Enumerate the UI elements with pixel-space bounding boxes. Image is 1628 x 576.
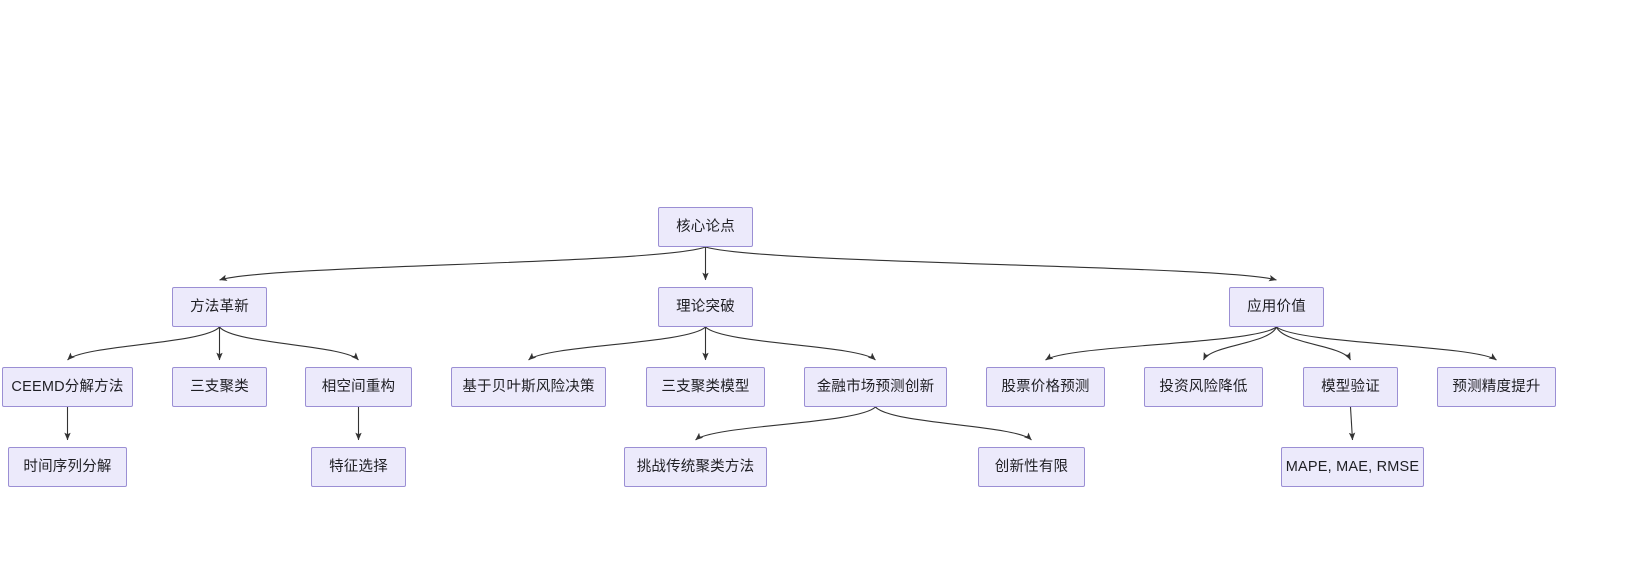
mindmap-node-label: 挑战传统聚类方法 xyxy=(636,458,755,475)
mindmap-node-l1c[interactable]: 应用价值 xyxy=(1229,287,1324,327)
mindmap-edge-root-to-l1c xyxy=(705,246,1277,282)
mindmap-node-l2c[interactable]: 相空间重构 xyxy=(305,367,412,407)
mindmap-edge-l2f-to-l3c xyxy=(695,406,876,441)
mindmap-node-l1a[interactable]: 方法革新 xyxy=(172,287,267,327)
mindmap-edge-l1c-to-l2i xyxy=(1275,326,1351,361)
mindmap-node-l2j[interactable]: 预测精度提升 xyxy=(1437,367,1556,407)
mindmap-edge-l2i-to-l3e xyxy=(1348,406,1356,441)
mindmap-edge-l1a-to-l2a xyxy=(67,326,220,361)
mindmap-edge-l1b-to-l2d xyxy=(528,326,706,361)
mindmap-node-label: 预测精度提升 xyxy=(1452,378,1541,395)
mindmap-edge-l1c-to-l2h xyxy=(1203,326,1278,361)
mindmap-node-label: 模型验证 xyxy=(1321,378,1380,395)
mindmap-edge-l2f-to-l3d xyxy=(875,406,1032,441)
mindmap-node-l2f[interactable]: 金融市场预测创新 xyxy=(804,367,947,407)
mindmap-node-label: 特征选择 xyxy=(329,458,388,475)
mindmap-node-label: 创新性有限 xyxy=(994,458,1069,475)
mindmap-node-l3e[interactable]: MAPE, MAE, RMSE xyxy=(1281,447,1424,487)
mindmap-edge-l1c-to-l2g xyxy=(1045,326,1277,361)
mindmap-node-label: MAPE, MAE, RMSE xyxy=(1285,458,1420,475)
mindmap-node-l3b[interactable]: 特征选择 xyxy=(311,447,406,487)
mindmap-edge-l1c-to-l2j xyxy=(1276,326,1497,361)
mindmap-node-label: CEEMD分解方法 xyxy=(11,378,124,395)
mindmap-node-l2d[interactable]: 基于贝叶斯风险决策 xyxy=(451,367,606,407)
mindmap-node-l3c[interactable]: 挑战传统聚类方法 xyxy=(624,447,767,487)
mindmap-node-label: 金融市场预测创新 xyxy=(816,378,935,395)
mindmap-edge-root-to-l1a xyxy=(219,246,706,281)
mindmap-node-l2a[interactable]: CEEMD分解方法 xyxy=(2,367,133,407)
mindmap-node-l3d[interactable]: 创新性有限 xyxy=(978,447,1085,487)
mindmap-node-l2h[interactable]: 投资风险降低 xyxy=(1144,367,1263,407)
mindmap-node-l2b[interactable]: 三支聚类 xyxy=(172,367,267,407)
mindmap-node-l2g[interactable]: 股票价格预测 xyxy=(986,367,1105,407)
mindmap-node-label: 相空间重构 xyxy=(321,378,396,395)
mindmap-node-label: 时间序列分解 xyxy=(23,458,112,475)
mindmap-node-label: 三支聚类 xyxy=(190,378,249,395)
mindmap-node-label: 三支聚类模型 xyxy=(661,378,750,395)
mindmap-node-label: 应用价值 xyxy=(1247,298,1306,315)
mindmap-node-label: 股票价格预测 xyxy=(1001,378,1090,395)
mindmap-node-l1b[interactable]: 理论突破 xyxy=(658,287,753,327)
mindmap-node-l2e[interactable]: 三支聚类模型 xyxy=(646,367,765,407)
mindmap-node-label: 核心论点 xyxy=(676,218,735,235)
mindmap-node-label: 基于贝叶斯风险决策 xyxy=(462,378,595,395)
mindmap-edge-l1b-to-l2f xyxy=(705,326,876,361)
edge-paths xyxy=(64,246,1497,441)
mindmap-node-root[interactable]: 核心论点 xyxy=(658,207,753,247)
mindmap-node-label: 投资风险降低 xyxy=(1159,378,1248,395)
mindmap-node-l2i[interactable]: 模型验证 xyxy=(1303,367,1398,407)
mindmap-edge-l1a-to-l2c xyxy=(219,326,359,361)
mindmap-node-l3a[interactable]: 时间序列分解 xyxy=(8,447,127,487)
mindmap-node-label: 方法革新 xyxy=(190,298,249,315)
mindmap-node-label: 理论突破 xyxy=(676,298,735,315)
